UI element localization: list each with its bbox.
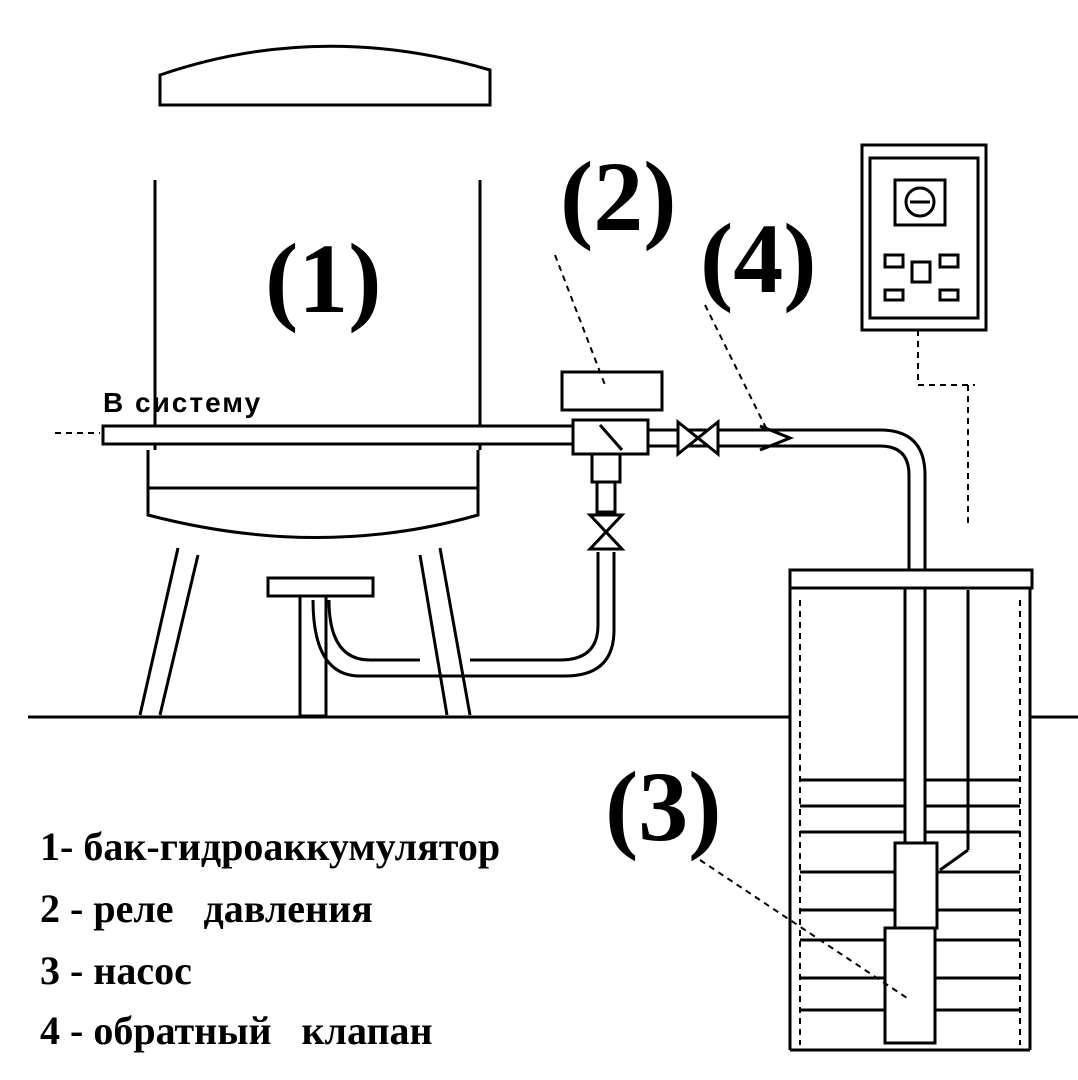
tank-label: (1) <box>265 223 382 334</box>
to-system-label: В систему <box>103 387 262 418</box>
accumulator-tank <box>138 44 492 718</box>
legend-item: 4 - обратный клапан <box>40 1008 433 1053</box>
control-panel <box>860 143 988 528</box>
valve-label: (4) <box>700 203 817 314</box>
pressure-relay <box>311 370 664 678</box>
legend-item: 1- бак-гидроаккумулятор <box>40 824 500 869</box>
pump-label: (3) <box>605 751 722 862</box>
relay-label: (2) <box>560 141 677 252</box>
legend-item: 2 - реле давления <box>40 886 373 931</box>
check-valve <box>676 418 795 458</box>
system-pipe <box>55 424 927 570</box>
leader-lines <box>554 254 911 1001</box>
legend: 1- бак-гидроаккумулятор 2 - реле давлени… <box>40 824 500 1053</box>
legend-item: 3 - насос <box>40 948 192 993</box>
well <box>788 568 1034 1052</box>
